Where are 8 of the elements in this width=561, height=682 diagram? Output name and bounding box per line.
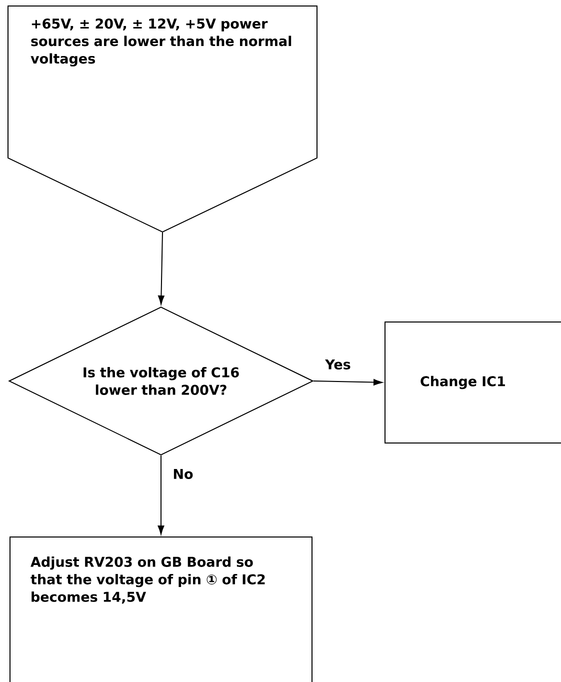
edge-label: Yes (324, 358, 352, 370)
process-box: +65V, ± 20V, ± 12V, +5V power sources are lower than the normal voltages (8, 6, 318, 233)
process-box: Adjust RV203 on GB Board so that the voltage of pin ① of IC2 becomes 14,5V (10, 536, 312, 682)
arrow (313, 379, 383, 386)
arrow (158, 455, 164, 535)
edge-label: No (172, 468, 194, 480)
arrow (158, 232, 164, 305)
process-box: Change IC1 (384, 322, 561, 444)
